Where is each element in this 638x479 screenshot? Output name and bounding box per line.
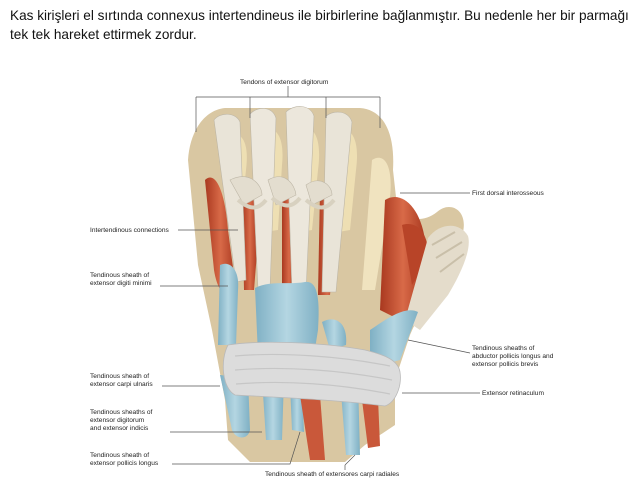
caption-text: Kas kirişleri el sırtında connexus inter… — [10, 8, 629, 42]
extensor-retinaculum — [222, 341, 401, 407]
label-sheaths-digitorum-indicis: Tendinous sheaths of extensor digitorum … — [90, 409, 154, 432]
intertendinous-bands — [236, 196, 336, 210]
wrist-muscle — [300, 395, 380, 460]
leader-lines — [160, 86, 480, 470]
label-sheath-digiti-minimi: Tendinous sheath of extensor digiti mini… — [90, 272, 152, 287]
label-extensor-retinaculum: Extensor retinaculum — [482, 390, 544, 397]
label-tendons-extensor-digitorum: Tendons of extensor digitorum — [240, 79, 329, 86]
extensor-tendons — [213, 106, 353, 293]
tendinous-sheaths — [218, 263, 418, 455]
label-sheaths-abductor-pollicis: Tendinous sheaths of abductor pollicis l… — [472, 345, 555, 368]
label-first-dorsal-interosseous: First dorsal interosseous — [472, 190, 545, 197]
thumb — [405, 225, 469, 330]
label-sheath-carpi-radiales: Tendinous sheath of extensores carpi rad… — [265, 471, 400, 478]
label-intertendinous-connections: Intertendinous connections — [90, 227, 170, 234]
label-sheath-carpi-ulnaris: Tendinous sheath of extensor carpi ulnar… — [90, 373, 153, 388]
label-sheath-pollicis-longus: Tendinous sheath of extensor pollicis lo… — [90, 452, 159, 467]
